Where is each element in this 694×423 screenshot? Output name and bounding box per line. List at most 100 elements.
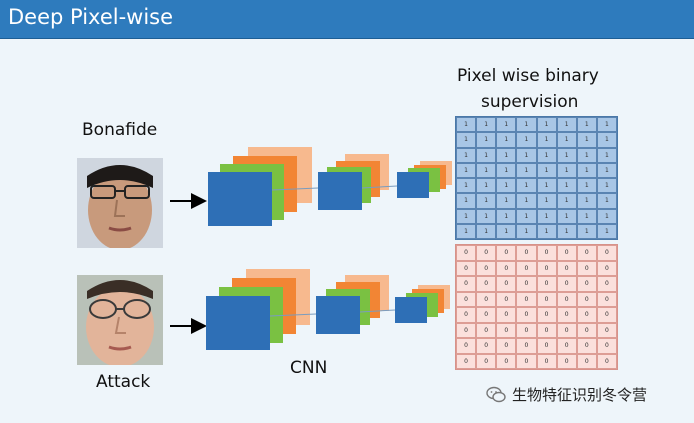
grid-cell: 1 [597, 117, 617, 132]
grid-cell: 1 [537, 224, 557, 239]
grid-cell: 1 [496, 148, 516, 163]
grid-cell: 1 [537, 209, 557, 224]
grid-cell: 1 [516, 163, 536, 178]
grid-cell: 1 [557, 148, 577, 163]
grid-cell: 1 [456, 224, 476, 239]
grid-cell: 0 [537, 354, 557, 370]
grid-cell: 0 [597, 338, 617, 354]
grid-cell: 1 [577, 224, 597, 239]
grid-cell: 0 [476, 292, 496, 308]
grid-cell: 1 [496, 209, 516, 224]
grid-cell: 0 [516, 245, 536, 261]
grid-cell: 1 [496, 117, 516, 132]
grid-cell: 1 [557, 163, 577, 178]
grid-cell: 0 [577, 354, 597, 370]
grid-cell: 0 [597, 323, 617, 339]
grid-cell: 0 [537, 307, 557, 323]
grid-cell: 1 [496, 224, 516, 239]
grid-cell: 0 [496, 354, 516, 370]
grid-cell: 0 [537, 276, 557, 292]
grid-cell: 1 [476, 148, 496, 163]
grid-cell: 0 [496, 323, 516, 339]
grid-cell: 1 [597, 148, 617, 163]
grid-cell: 0 [456, 354, 476, 370]
grid-cell: 1 [577, 117, 597, 132]
grid-cell: 0 [476, 338, 496, 354]
grid-cell: 1 [537, 148, 557, 163]
grid-cell: 1 [577, 132, 597, 147]
grid-cell: 1 [557, 178, 577, 193]
attack-conv-block-2 [316, 275, 389, 334]
grid-cell: 1 [597, 178, 617, 193]
grid-cell: 1 [456, 117, 476, 132]
grid-cell: 0 [456, 245, 476, 261]
grid-cell: 1 [557, 193, 577, 208]
grid-cell: 0 [597, 261, 617, 277]
grid-cell: 1 [537, 178, 557, 193]
grid-cell: 0 [597, 354, 617, 370]
grid-cell: 1 [597, 132, 617, 147]
attack-conv-block-3 [395, 285, 450, 323]
grid-cell: 0 [516, 354, 536, 370]
grid-cell: 1 [557, 117, 577, 132]
grid-cell: 1 [516, 178, 536, 193]
grid-cell: 0 [557, 307, 577, 323]
grid-cell: 1 [456, 163, 476, 178]
grid-cell: 0 [557, 276, 577, 292]
grid-cell: 0 [557, 245, 577, 261]
grid-cell: 0 [496, 338, 516, 354]
grid-cell: 1 [476, 178, 496, 193]
grid-cell: 1 [476, 209, 496, 224]
grid-cell: 0 [557, 261, 577, 277]
grid-cell: 1 [476, 163, 496, 178]
grid-cell: 0 [597, 245, 617, 261]
grid-cell: 0 [456, 338, 476, 354]
grid-cell: 0 [476, 307, 496, 323]
grid-cell: 1 [537, 132, 557, 147]
grid-cell: 1 [516, 132, 536, 147]
grid-cell: 1 [537, 163, 557, 178]
grid-cell: 1 [516, 148, 536, 163]
grid-cell: 1 [456, 132, 476, 147]
grid-cell: 0 [456, 307, 476, 323]
grid-cell: 0 [516, 276, 536, 292]
grid-cell: 1 [476, 117, 496, 132]
grid-cell: 1 [456, 193, 476, 208]
grid-cell: 0 [496, 261, 516, 277]
grid-cell: 1 [456, 209, 476, 224]
grid-cell: 0 [476, 276, 496, 292]
grid-cell: 0 [597, 307, 617, 323]
grid-cell: 0 [516, 323, 536, 339]
grid-cell: 0 [577, 261, 597, 277]
grid-cell: 0 [557, 323, 577, 339]
grid-cell: 0 [456, 323, 476, 339]
grid-cell: 1 [597, 209, 617, 224]
grid-cell: 1 [537, 193, 557, 208]
grid-cell: 1 [577, 163, 597, 178]
watermark-text: 生物特征识别冬令营 [512, 384, 647, 405]
grid-cell: 0 [516, 307, 536, 323]
grid-cell: 0 [577, 307, 597, 323]
grid-cell: 0 [557, 338, 577, 354]
grid-cell: 0 [577, 245, 597, 261]
grid-cell: 1 [557, 132, 577, 147]
grid-cell: 0 [456, 261, 476, 277]
grid-cell: 0 [557, 354, 577, 370]
grid-cell: 0 [496, 292, 516, 308]
grid-cell: 1 [516, 209, 536, 224]
grid-cell: 0 [496, 245, 516, 261]
grid-cell: 0 [476, 354, 496, 370]
grid-cell: 1 [496, 193, 516, 208]
grid-cell: 0 [537, 245, 557, 261]
grid-cell: 1 [537, 117, 557, 132]
bonafide-conv-block-1 [208, 147, 312, 226]
grid-cell: 0 [537, 261, 557, 277]
grid-cell: 1 [557, 209, 577, 224]
grid-cell: 0 [456, 292, 476, 308]
grid-cell: 0 [496, 307, 516, 323]
grid-cell: 1 [516, 117, 536, 132]
grid-cell: 1 [557, 224, 577, 239]
grid-cell: 0 [516, 338, 536, 354]
grid-cell: 0 [456, 276, 476, 292]
grid-cell: 0 [476, 245, 496, 261]
